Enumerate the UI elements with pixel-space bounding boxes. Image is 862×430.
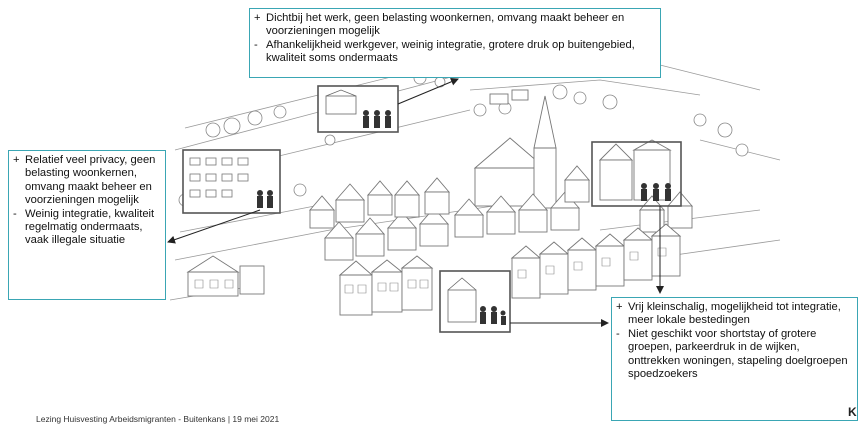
highlight-box-holiday-park: [182, 149, 281, 214]
highlight-box-neighborhood-houses: [439, 270, 511, 333]
village-houses: [186, 89, 693, 316]
minus-mark: -: [616, 327, 620, 340]
arrow-to-left-callout: [167, 209, 261, 244]
house-windows: [194, 247, 667, 294]
highlight-box-town-building: [591, 141, 682, 207]
callout-con-text: Niet geschikt voor shortstay of grotere …: [628, 327, 848, 381]
callout-pro-text: Dichtbij het werk, geen belasting woonke…: [266, 12, 625, 38]
callout-con-text: Afhankelijkheid werkgever, weinig integr…: [266, 38, 635, 65]
brand-logo: K: [848, 405, 857, 419]
connector-arrows: [167, 78, 664, 327]
callout-neighborhood-houses: + Vrij kleinschalig, mogelijkheid tot in…: [611, 297, 858, 421]
callout-pro-text: Relatief veel privacy, geen belasting wo…: [25, 154, 156, 207]
plus-mark: +: [13, 154, 20, 166]
minus-mark: -: [13, 207, 17, 220]
callout-con-text: Weinig integratie, kwaliteit regelmatig …: [25, 207, 155, 247]
plus-mark: +: [254, 12, 261, 24]
callout-pro-text: Vrij kleinschalig, mogelijkheid tot inte…: [628, 301, 841, 327]
arrow-to-top-callout: [397, 78, 459, 105]
plus-mark: +: [616, 301, 623, 313]
footer-text: Lezing Huisvesting Arbeidsmigranten - Bu…: [36, 414, 280, 424]
callout-holiday-park: + Relatief veel privacy, geen belasting …: [8, 150, 166, 300]
callout-work-location: + Dichtbij het werk, geen belasting woon…: [249, 8, 661, 78]
minus-mark: -: [254, 38, 258, 51]
highlight-box-work-location: [317, 85, 399, 133]
